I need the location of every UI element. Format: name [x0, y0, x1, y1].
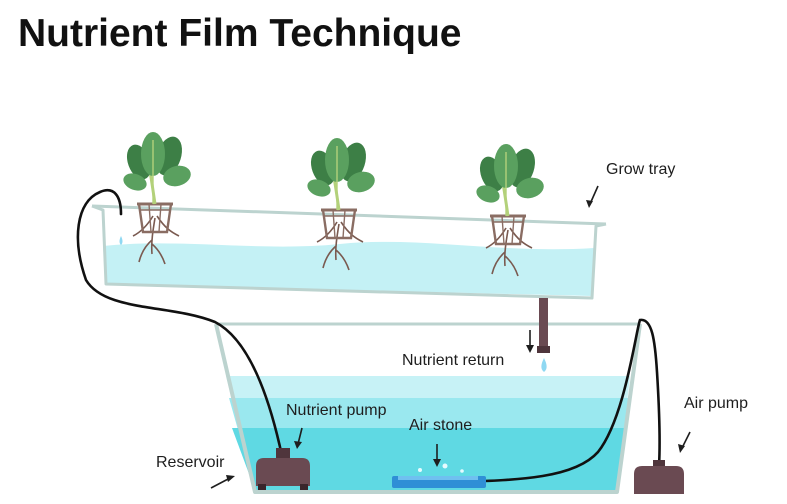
grow-tray-top-edge: [91, 204, 607, 226]
reservoir: [214, 322, 642, 494]
air-tube: [456, 318, 661, 484]
plant-icon: [476, 144, 544, 277]
nutrient-return-pipe: [537, 298, 550, 372]
drip-drop: [119, 236, 123, 245]
pump-icon: [256, 448, 310, 490]
grow-tray-wall: [91, 204, 607, 300]
air-pump: [634, 460, 684, 494]
arrow-grow-tray: [586, 185, 599, 208]
reservoir-water-deep: [232, 428, 624, 490]
arrow-air-pump: [678, 431, 691, 453]
pump-icon: [634, 460, 684, 494]
arrow-air-stone: [433, 444, 441, 467]
arrow-icon: [586, 185, 599, 208]
label-air-stone: Air stone: [409, 417, 472, 434]
plant-1: [123, 132, 191, 265]
arrow-nutrient-return: [526, 330, 534, 353]
nutrient-supply-tube: [76, 189, 284, 458]
arrow-icon: [678, 431, 691, 453]
arrow-icon: [526, 330, 534, 353]
label-air-pump: Air pump: [684, 395, 748, 412]
arrow-icon: [294, 427, 303, 449]
nutrient-pump: [256, 448, 310, 490]
arrow-nutrient-pump: [294, 427, 303, 449]
plant-icon: [307, 138, 375, 271]
air-stone: [392, 463, 486, 488]
plant-3: [476, 144, 544, 277]
plant-icon: [123, 132, 191, 265]
diagram-title: Nutrient Film Technique: [18, 12, 461, 55]
label-nutrient-return: Nutrient return: [402, 352, 504, 369]
air-stone-icon: [392, 463, 486, 488]
arrow-reservoir: [210, 475, 235, 489]
reservoir-wall: [214, 323, 642, 494]
label-grow-tray: Grow tray: [606, 161, 675, 178]
arrow-icon: [433, 444, 441, 467]
label-reservoir: Reservoir: [156, 454, 225, 471]
arrow-icon: [210, 475, 235, 489]
plant-2: [307, 138, 375, 271]
label-nutrient-pump: Nutrient pump: [286, 402, 387, 419]
